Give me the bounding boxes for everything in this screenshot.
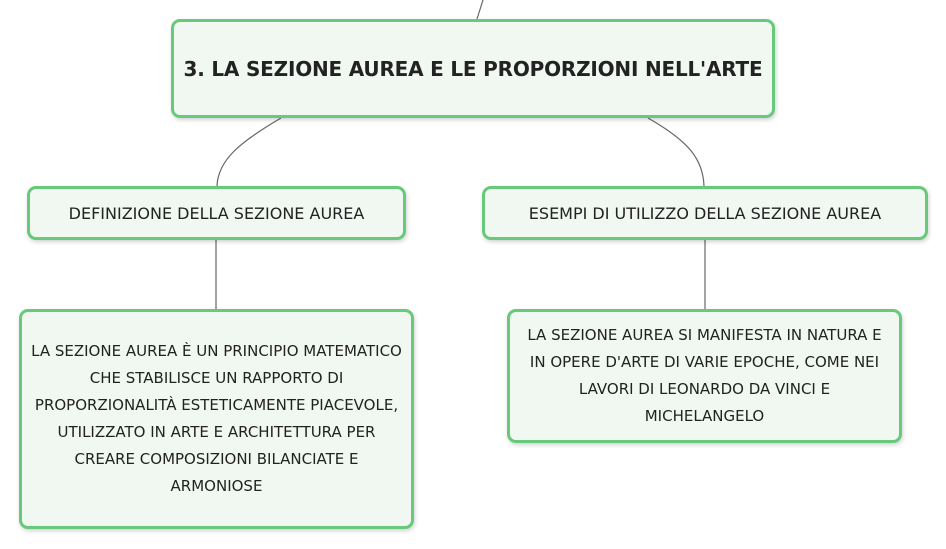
esempi-description-text: LA SEZIONE AUREA SI MANIFESTA IN NATURA … (527, 326, 882, 425)
subtopic-esempi-node[interactable]: ESEMPI DI UTILIZZO DELLA SEZIONE AUREA (482, 186, 928, 240)
root-topic-node[interactable]: 3. LA SEZIONE AUREA E LE PROPORZIONI NEL… (171, 19, 775, 118)
definizione-description-text: LA SEZIONE AUREA È UN PRINCIPIO MATEMATI… (31, 342, 402, 495)
connector-root-to-esempi (647, 117, 705, 187)
subtopic-definizione-label: DEFINIZIONE DELLA SEZIONE AUREA (68, 203, 365, 223)
subtopic-definizione-node[interactable]: DEFINIZIONE DELLA SEZIONE AUREA (27, 186, 406, 240)
connector-root-to-definizione (216, 117, 282, 187)
root-topic-title: 3. LA SEZIONE AUREA E LE PROPORZIONI NEL… (183, 56, 763, 81)
definizione-description-node[interactable]: LA SEZIONE AUREA È UN PRINCIPIO MATEMATI… (19, 309, 414, 529)
connector-parent-to-root (476, 0, 484, 20)
esempi-description-node[interactable]: LA SEZIONE AUREA SI MANIFESTA IN NATURA … (507, 309, 902, 443)
subtopic-esempi-label: ESEMPI DI UTILIZZO DELLA SEZIONE AUREA (528, 203, 882, 223)
